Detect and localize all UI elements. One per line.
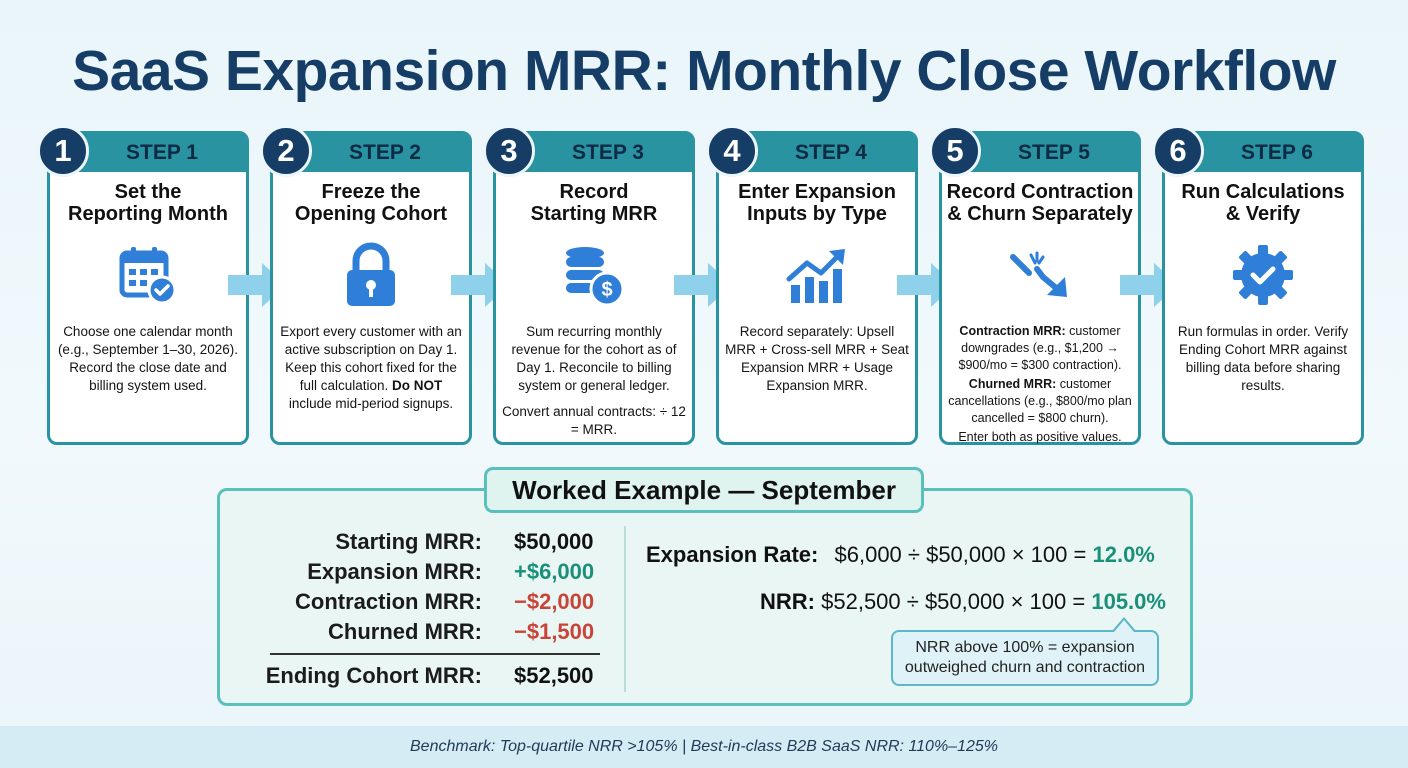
- ending-mrr-value: $52,500: [514, 663, 594, 688]
- step-number-badge: 3: [483, 125, 535, 177]
- starting-mrr-label: Starting MRR:: [335, 529, 482, 554]
- step-card-5: 5 STEP 5 Record Contraction& Churn Separ…: [929, 125, 1141, 445]
- column-divider: [624, 526, 626, 692]
- lock-icon: [273, 239, 469, 311]
- benchmark-footer: Benchmark: Top-quartile NRR >105% | Best…: [0, 726, 1408, 768]
- step-body: Record separately: Upsell MRR + Cross-se…: [725, 324, 909, 393]
- churned-mrr-label: Churned MRR:: [328, 619, 482, 644]
- ending-mrr-label: Ending Cohort MRR:: [265, 663, 482, 688]
- step-number-badge: 5: [929, 125, 981, 177]
- step-body: Run formulas in order. Verify Ending Coh…: [1177, 324, 1349, 393]
- calendar-check-icon: [50, 239, 246, 311]
- churned-mrr-value: −$1,500: [514, 619, 595, 644]
- step-body: Choose one calendar month (e.g., Septemb…: [57, 324, 239, 393]
- step-body: Export every customer with an active sub…: [280, 324, 462, 411]
- step-number-badge: 1: [37, 125, 89, 177]
- worked-example-title: Worked Example — September: [484, 467, 924, 513]
- step-body: Sum recurring monthly revenue for the co…: [502, 324, 686, 437]
- expansion-mrr-value: +$6,000: [514, 559, 595, 584]
- step-number-badge: 2: [260, 125, 312, 177]
- step-number-badge: 4: [706, 125, 758, 177]
- callout-pointer-fill: [1114, 620, 1134, 632]
- starting-mrr-value: $50,000: [514, 529, 594, 554]
- step-title: Record Contraction& Churn Separately: [946, 181, 1134, 225]
- trend-down-icon: [942, 239, 1138, 311]
- bar-chart-up-icon: [719, 239, 915, 311]
- expansion-rate-formula: Expansion Rate: $6,000 ÷ $50,000 × 100 =…: [646, 542, 1155, 567]
- coins-dollar-icon: $: [496, 239, 692, 311]
- nrr-formula: NRR: $52,500 ÷ $50,000 × 100 = 105.0%: [760, 589, 1166, 614]
- svg-text:$: $: [601, 279, 612, 301]
- step-card-6: 6 STEP 6 Run Calculations& Verify Run fo…: [1152, 125, 1364, 445]
- contraction-mrr-value: −$2,000: [514, 589, 595, 614]
- expansion-mrr-label: Expansion MRR:: [307, 559, 482, 584]
- contraction-mrr-label: Contraction MRR:: [295, 589, 482, 614]
- step-title: Run Calculations& Verify: [1181, 181, 1345, 225]
- total-divider: [270, 653, 600, 655]
- step-body: Contraction MRR: customer downgrades (e.…: [948, 324, 1132, 444]
- page-title: SaaS Expansion MRR: Monthly Close Workfl…: [72, 39, 1336, 103]
- step-number-badge: 6: [1152, 125, 1204, 177]
- gear-check-icon: [1165, 239, 1361, 311]
